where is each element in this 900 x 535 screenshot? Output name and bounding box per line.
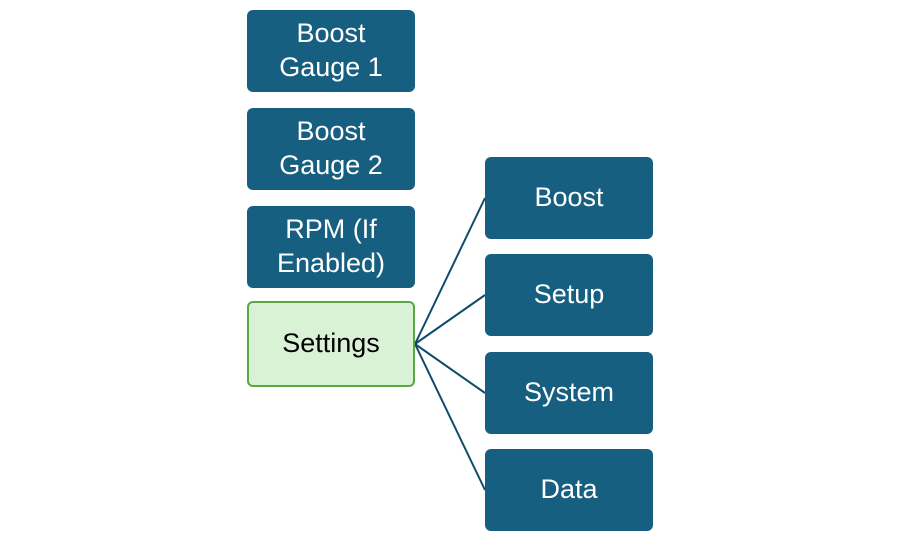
submenu-item-system[interactable]: System [485, 352, 653, 434]
submenu-item-label: System [523, 377, 615, 408]
connector-settings-to-data [414, 343, 486, 491]
submenu-item-boost[interactable]: Boost [485, 157, 653, 239]
submenu-item-label: Boost [534, 182, 604, 213]
connector-settings-to-boost [414, 197, 486, 345]
menu-item-label: Boost Gauge 2 [279, 116, 383, 180]
submenu-item-label: Setup [533, 279, 605, 310]
menu-item-label: Settings [282, 328, 380, 359]
menu-item-boost-gauge-1[interactable]: Boost Gauge 1 [247, 10, 415, 92]
submenu-item-setup[interactable]: Setup [485, 254, 653, 336]
menu-item-boost-gauge-2[interactable]: Boost Gauge 2 [247, 108, 415, 190]
connector-settings-to-system [414, 343, 486, 394]
menu-item-settings[interactable]: Settings [247, 301, 415, 387]
submenu-item-label: Data [540, 474, 598, 505]
submenu-item-data[interactable]: Data [485, 449, 653, 531]
connector-settings-to-setup [414, 294, 486, 345]
menu-item-rpm[interactable]: RPM (If Enabled) [247, 206, 415, 288]
menu-item-label: Boost Gauge 1 [279, 18, 383, 82]
menu-item-label: RPM (If Enabled) [276, 214, 386, 278]
